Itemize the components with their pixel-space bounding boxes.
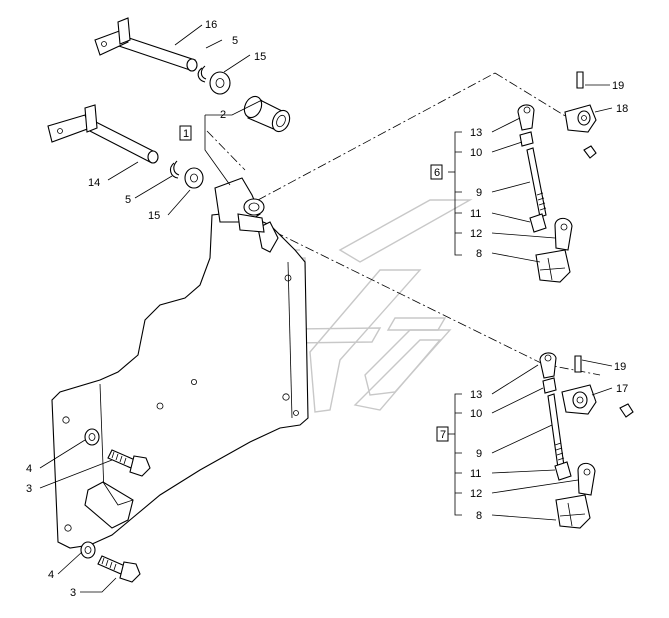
- callout-12: 12: [470, 228, 482, 240]
- callout-7: 7: [440, 429, 446, 441]
- callout-5: 5: [232, 35, 238, 47]
- callout-16: 16: [205, 19, 217, 31]
- washer-15-lower: [184, 167, 204, 189]
- callout-14: 14: [88, 177, 100, 189]
- callout-11: 11: [470, 468, 481, 480]
- callout-19: 19: [612, 80, 624, 92]
- leader-lines: [39, 24, 613, 593]
- clip-5-lower: [169, 160, 180, 179]
- pivot-boss: [214, 177, 279, 253]
- clip-5-upper: [197, 65, 207, 83]
- callout-9: 9: [476, 187, 482, 199]
- callout-19: 19: [614, 361, 626, 373]
- bushing-2: [243, 95, 291, 133]
- callout-15: 15: [254, 51, 266, 63]
- callout-9: 9: [476, 448, 482, 460]
- lever-16: [94, 17, 198, 72]
- callout-12: 12: [470, 488, 482, 500]
- callout-4: 4: [48, 569, 54, 581]
- callout-13: 13: [470, 127, 482, 139]
- callout-4: 4: [26, 463, 32, 475]
- washer-4-lower: [80, 541, 96, 559]
- callout-5: 5: [125, 194, 131, 206]
- callout-13: 13: [470, 389, 482, 401]
- callout-15: 15: [148, 210, 160, 222]
- callout-6: 6: [434, 167, 440, 179]
- callout-8: 8: [476, 510, 482, 522]
- callout-17: 17: [616, 383, 628, 395]
- callout-box-1: [179, 125, 192, 141]
- washer-15-upper: [209, 71, 231, 95]
- callout-labels: 16 5 15 2 1 14 5 15 19 18 13 10 6 9 11 1…: [26, 19, 628, 599]
- callout-2: 2: [220, 109, 226, 121]
- callout-10: 10: [470, 408, 482, 420]
- callout-11: 11: [470, 208, 481, 220]
- center-lines: [206, 72, 601, 376]
- base-plate: [51, 211, 309, 549]
- bolt-3-upper: [107, 449, 151, 477]
- bolt-3-lower: [97, 555, 141, 583]
- rod-assembly-lower: [539, 352, 634, 529]
- lever-14: [47, 104, 159, 164]
- callout-3: 3: [70, 587, 76, 599]
- washer-4-upper: [84, 428, 100, 446]
- callout-8: 8: [476, 248, 482, 260]
- callout-10: 10: [470, 147, 482, 159]
- callout-box-7: [436, 426, 449, 442]
- callout-1: 1: [183, 128, 189, 140]
- callout-3: 3: [26, 483, 32, 495]
- callout-box-6: [430, 164, 443, 180]
- callout-18: 18: [616, 103, 628, 115]
- rod-assembly-upper: [517, 71, 597, 283]
